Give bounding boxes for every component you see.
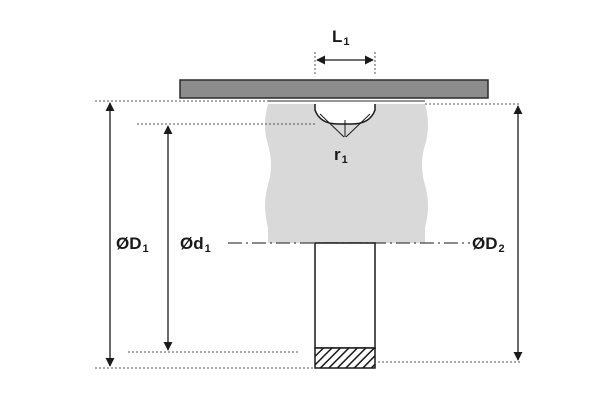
label-l1: L1 [332, 28, 350, 48]
label-small-d1-main: Ød [180, 234, 204, 253]
label-r1-sub: 1 [341, 154, 348, 166]
label-big-d1: ØD1 [114, 234, 151, 256]
label-small-d1: Ød1 [178, 234, 213, 256]
shaft [314, 242, 376, 349]
label-big-d1-sub: 1 [142, 243, 149, 255]
label-d2-sub: 2 [498, 243, 505, 255]
shaft-hatched-end [314, 347, 376, 369]
label-small-d1-sub: 1 [204, 243, 211, 255]
r1-leader-left [319, 113, 345, 138]
label-l1-sub: 1 [343, 36, 350, 48]
label-r1-main: r [334, 145, 341, 164]
label-r1: r1 [334, 146, 348, 166]
r1-leader-right [345, 113, 371, 138]
workpiece-body [265, 104, 428, 243]
label-d2-main: ØD [472, 234, 498, 253]
label-l1-main: L [332, 27, 343, 46]
label-d2: ØD2 [470, 234, 507, 256]
top-plate [179, 79, 489, 99]
label-big-d1-main: ØD [116, 234, 142, 253]
